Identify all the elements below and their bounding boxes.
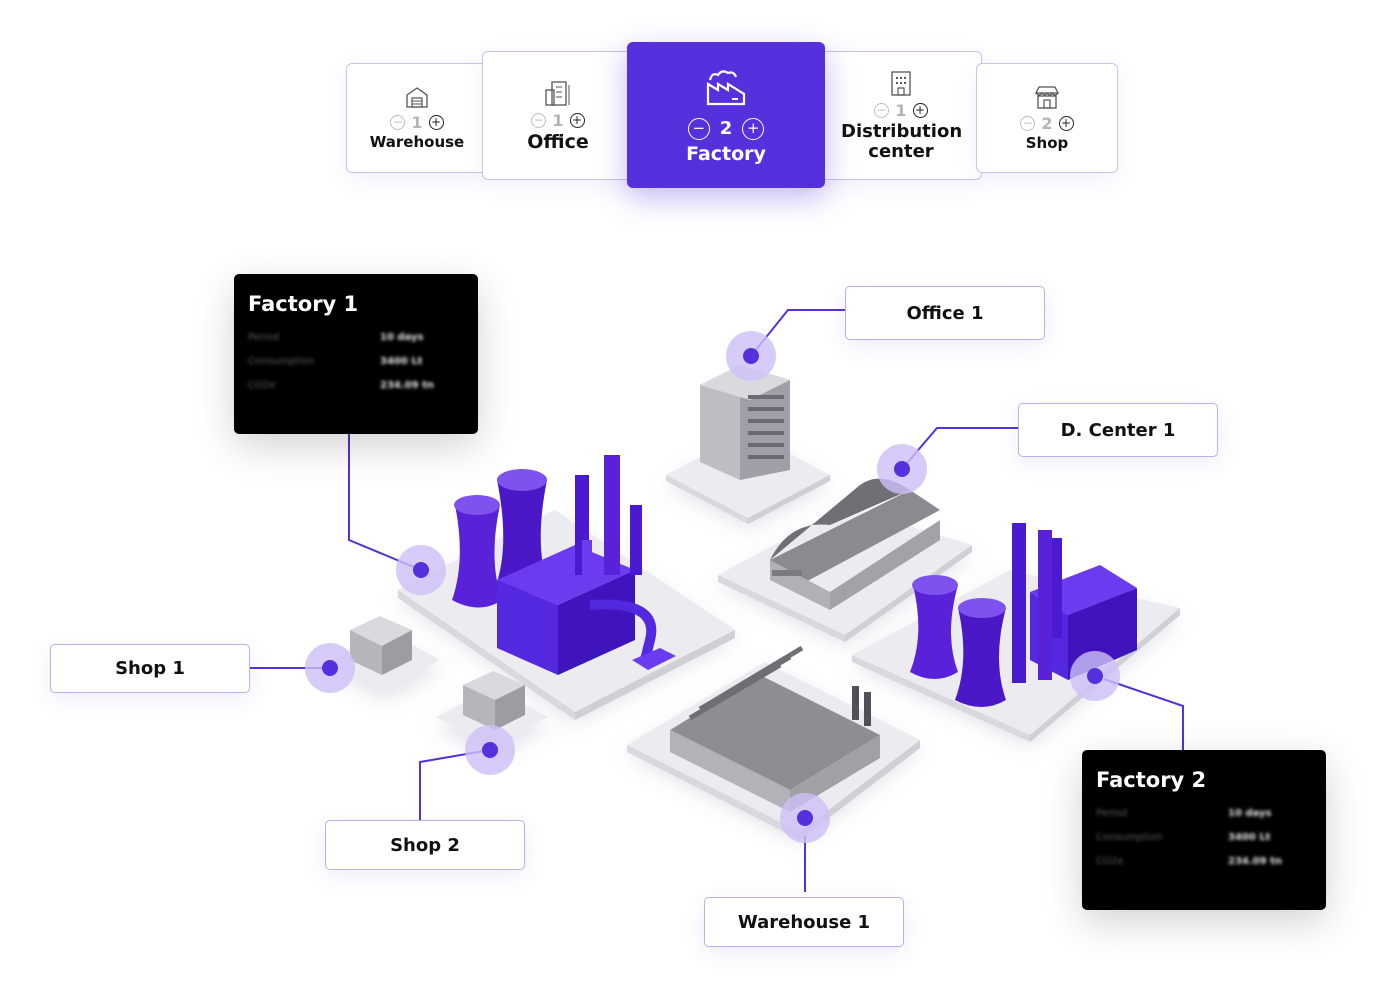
minus-button[interactable]: −	[687, 117, 710, 140]
tab-office-label: Office	[527, 130, 589, 153]
tab-distribution-center-label: Distribution center	[841, 121, 963, 162]
tab-warehouse-label: Warehouse	[369, 133, 465, 152]
tab-warehouse[interactable]: − 1 + Warehouse	[346, 63, 488, 173]
distribution-center-count: 1	[895, 101, 907, 121]
card-title: Factory 2	[1096, 768, 1207, 792]
warehouse-count: 1	[411, 113, 423, 133]
plus-button[interactable]: +	[428, 115, 444, 131]
connector-factory2	[1094, 675, 1184, 752]
card-title: Factory 1	[248, 292, 359, 316]
tab-factory-label: Factory	[686, 142, 766, 165]
distribution-center-icon	[891, 71, 911, 96]
office-count: 1	[552, 110, 564, 130]
location-markers	[305, 331, 1120, 843]
factory-2-building	[852, 523, 1180, 742]
plus-button[interactable]: +	[912, 103, 928, 119]
connector-lines	[250, 309, 1184, 892]
plus-button[interactable]: +	[569, 112, 585, 128]
label-warehouse-1[interactable]: Warehouse 1	[704, 897, 904, 947]
factory-icon	[706, 69, 746, 105]
factory-stepper: − 2 +	[687, 117, 765, 140]
distribution-center-stepper: − 1 +	[874, 101, 928, 121]
tab-office[interactable]: − 1 + Office	[482, 51, 634, 180]
marker-shop2	[465, 725, 515, 775]
factory-count: 2	[719, 118, 733, 140]
tab-shop[interactable]: − 2 + Shop	[976, 63, 1118, 173]
warehouse-icon	[406, 87, 428, 108]
minus-button[interactable]: −	[874, 103, 890, 119]
shop-stepper: − 2 +	[1020, 114, 1074, 134]
label-office-1[interactable]: Office 1	[845, 286, 1045, 340]
plus-button[interactable]: +	[1058, 116, 1074, 132]
label-shop-1[interactable]: Shop 1	[50, 644, 250, 693]
minus-button[interactable]: −	[1020, 116, 1036, 132]
marker-factory1	[396, 545, 446, 595]
marker-warehouse1	[780, 793, 830, 843]
minus-button[interactable]: −	[531, 112, 547, 128]
warehouse-stepper: − 1 +	[390, 113, 444, 133]
distribution-center-building	[718, 478, 972, 642]
shop-2-building	[436, 671, 548, 746]
connector-factory1	[348, 432, 422, 571]
factory-1-building	[398, 455, 735, 720]
office-icon	[545, 80, 570, 106]
marker-shop1	[305, 643, 355, 693]
tab-shop-label: Shop	[1025, 134, 1069, 153]
office-building	[666, 365, 830, 524]
marker-factory2	[1070, 651, 1120, 701]
marker-office1	[726, 331, 776, 381]
shop-count: 2	[1041, 114, 1053, 134]
warehouse-building	[627, 645, 920, 840]
office-stepper: − 1 +	[531, 110, 585, 130]
plus-button[interactable]: +	[742, 117, 765, 140]
marker-dcenter1	[877, 444, 927, 494]
label-shop-2[interactable]: Shop 2	[325, 820, 525, 870]
label-d-center-1[interactable]: D. Center 1	[1018, 403, 1218, 457]
tab-distribution-center[interactable]: − 1 + Distribution center	[820, 51, 982, 180]
shop-icon	[1034, 86, 1060, 109]
minus-button[interactable]: −	[390, 115, 406, 131]
shop-1-building	[330, 616, 440, 690]
tab-factory[interactable]: − 2 + Factory	[627, 42, 825, 188]
